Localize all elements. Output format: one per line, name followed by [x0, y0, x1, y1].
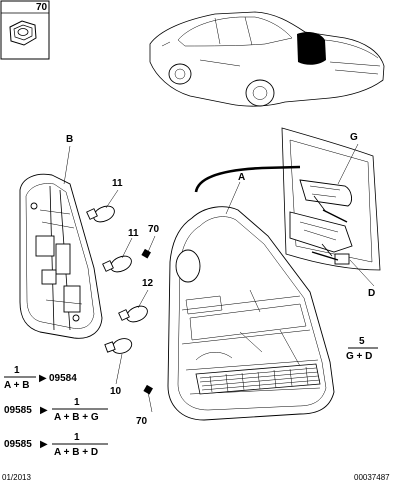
- formula-3-arrow: ▶: [40, 439, 48, 450]
- side-fraction-den: G + D: [346, 351, 372, 362]
- inset-nut-box: 70: [0, 0, 50, 60]
- tail-lamp-a: [167, 206, 335, 421]
- label-g: G: [350, 132, 358, 143]
- label-d: D: [368, 288, 375, 299]
- clip-square: [141, 248, 151, 259]
- label-12: 12: [142, 278, 154, 289]
- label-70-lower: 70: [136, 416, 148, 427]
- bulb-icon: [118, 305, 148, 323]
- formula-2-arrow: ▶: [40, 405, 48, 416]
- nut-icon: [9, 20, 37, 46]
- label-70-upper: 70: [148, 224, 160, 235]
- bulb-icon: [86, 205, 115, 223]
- label-b: B: [66, 134, 73, 145]
- leader-lines: [63, 143, 375, 413]
- side-fraction: 5 G + D: [346, 336, 378, 362]
- formula-1-num: 1: [14, 365, 20, 376]
- label-10: 10: [110, 386, 122, 397]
- inset-number: 70: [36, 2, 48, 13]
- formula-2-ref: 09585: [4, 405, 32, 416]
- formula-row-2: 09585 ▶ 1 A + B + G: [4, 397, 108, 423]
- formula-1-arrow: ▶: [39, 373, 47, 384]
- clip-square: [143, 384, 153, 395]
- bracket-detail: [281, 127, 381, 271]
- formula-row-1: 1 A + B ▶ 09584: [4, 365, 77, 391]
- formula-row-3: 09585 ▶ 1 A + B + D: [4, 432, 108, 458]
- footer-date: 01/2013: [2, 473, 31, 482]
- bulb-icon: [102, 255, 132, 273]
- formula-2-num: 1: [74, 397, 80, 408]
- label-11-mid: 11: [128, 228, 139, 239]
- leader-curve: [194, 165, 301, 193]
- lamp-holder-b: [19, 173, 103, 339]
- side-fraction-num: 5: [359, 336, 365, 347]
- formula-3-num: 1: [74, 432, 80, 443]
- formula-1-den: A + B: [4, 380, 29, 391]
- bulb-icon: [104, 338, 133, 354]
- label-11-top: 11: [112, 178, 123, 189]
- formula-1-ref: 09584: [49, 373, 77, 384]
- formula-2-den: A + B + G: [54, 412, 99, 423]
- bulbs: [86, 205, 148, 354]
- formula-3-den: A + B + D: [54, 447, 98, 458]
- car-illustration: [149, 11, 385, 107]
- formula-3-ref: 09585: [4, 439, 32, 450]
- label-a: A: [238, 172, 245, 183]
- footer-ref: 00037487: [354, 473, 390, 482]
